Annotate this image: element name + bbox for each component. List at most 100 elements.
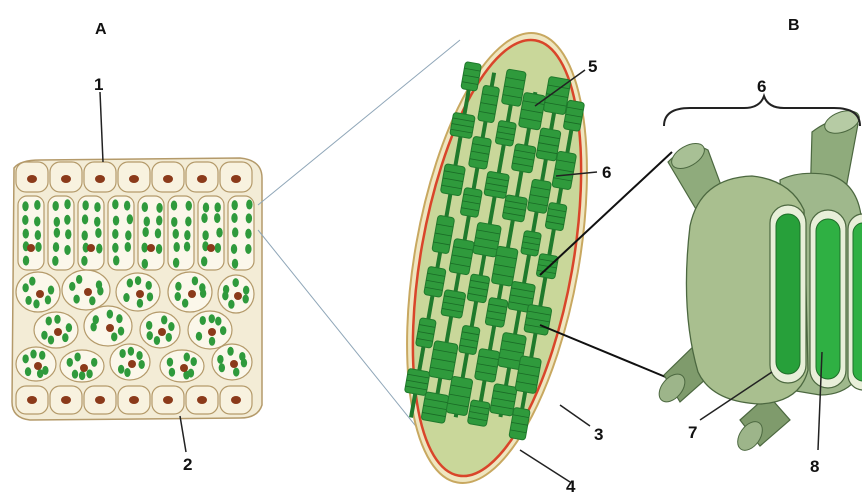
cell-chloroplast [184,242,190,252]
cell-chloroplast [93,315,99,324]
cell-chloroplast [171,200,177,210]
cell-chloroplast [173,258,179,268]
cell-nucleus [208,328,216,336]
cell-chloroplast [233,368,239,377]
cell-chloroplast [144,216,150,226]
cell-chloroplast [111,332,117,341]
cell-nucleus [163,396,173,404]
cell-chloroplast [175,292,181,301]
cell-chloroplast [203,202,209,212]
cell-chloroplast [35,230,41,240]
cell-chloroplast [89,296,95,305]
label-2: 2 [183,455,192,474]
cell-chloroplast [52,256,58,266]
cell-chloroplast [91,358,97,367]
cell-nucleus [61,175,71,183]
cell-chloroplast [69,282,75,291]
cell-chloroplast [156,216,162,226]
cell-chloroplast [96,280,102,289]
cell-chloroplast [214,213,220,223]
cell-chloroplast [81,256,87,266]
cell-nucleus [95,175,105,183]
cell-chloroplast [202,230,208,240]
cell-nucleus [61,396,71,404]
lower-epidermis [16,386,252,414]
cell-chloroplast [141,243,147,253]
cell-chloroplast [169,368,175,377]
cell-nucleus [158,328,166,336]
cell-chloroplast [22,201,28,211]
cell-nucleus [147,244,155,252]
cell-chloroplast [154,336,160,345]
cell-nucleus [234,292,242,300]
cell-chloroplast [123,293,129,302]
cell-chloroplast [48,335,54,344]
cell-chloroplast [215,317,221,326]
cell-chloroplast [45,295,51,304]
thylakoid-cut-face [810,210,846,388]
cell-chloroplast [95,228,101,238]
cell-nucleus [27,175,37,183]
cell-chloroplast [196,332,202,341]
cell-chloroplast [96,244,102,254]
cell-chloroplast [167,358,173,367]
cell-chloroplast [200,316,206,325]
cell-nucleus [27,396,37,404]
cell-chloroplast [243,286,249,295]
cell-chloroplast [41,331,47,340]
cell-nucleus [84,288,92,296]
cell-nucleus [106,324,114,332]
cell-chloroplast [79,371,85,380]
cell-nucleus [34,362,42,370]
cell-chloroplast [223,285,229,294]
panel-label-b: B [788,17,800,34]
cell-chloroplast [215,243,221,253]
cell-chloroplast [113,216,119,226]
cell-chloroplast [175,282,181,291]
cell-chloroplast [231,200,237,210]
cell-chloroplast [118,365,124,374]
cell-chloroplast [54,217,60,227]
cell-nucleus [197,175,207,183]
cell-chloroplast [145,281,151,290]
cell-chloroplast [62,333,68,342]
cell-chloroplast [82,231,88,241]
cell-chloroplast [156,244,162,254]
cell-chloroplast [137,299,143,308]
cell-chloroplast [201,256,207,266]
cell-chloroplast [22,283,28,292]
cell-chloroplast [22,354,28,363]
cell-chloroplast [125,230,131,240]
cell-chloroplast [185,216,191,226]
cell-chloroplast [112,229,118,239]
cell-chloroplast [39,351,45,360]
cell-chloroplast [46,316,52,325]
label-6-chloroplast: 6 [602,163,611,182]
label-4: 4 [566,477,576,494]
panel-label-a: A [95,21,107,38]
cell-chloroplast [142,227,148,237]
leader-line-3 [560,405,590,426]
cell-chloroplast [23,256,29,266]
cell-chloroplast [65,229,71,239]
cell-chloroplast [232,259,238,269]
cell-chloroplast [227,347,233,356]
cell-chloroplast [166,333,172,342]
cell-chloroplast [23,229,29,239]
cell-chloroplast [173,242,179,252]
thylakoid-cut-face [770,205,806,383]
cell-chloroplast [107,310,113,319]
granum-model [654,96,862,455]
cell-chloroplast [231,213,237,223]
cell-nucleus [197,396,207,404]
cell-chloroplast [54,315,60,324]
cell-chloroplast [118,327,124,336]
cell-chloroplast [191,357,197,366]
cell-chloroplast [74,352,80,361]
label-6-granum: 6 [757,77,766,96]
cell-chloroplast [64,199,70,209]
cell-chloroplast [168,322,174,331]
cell-chloroplast [94,202,100,212]
cell-chloroplast [35,242,41,252]
cell-nucleus [128,360,136,368]
